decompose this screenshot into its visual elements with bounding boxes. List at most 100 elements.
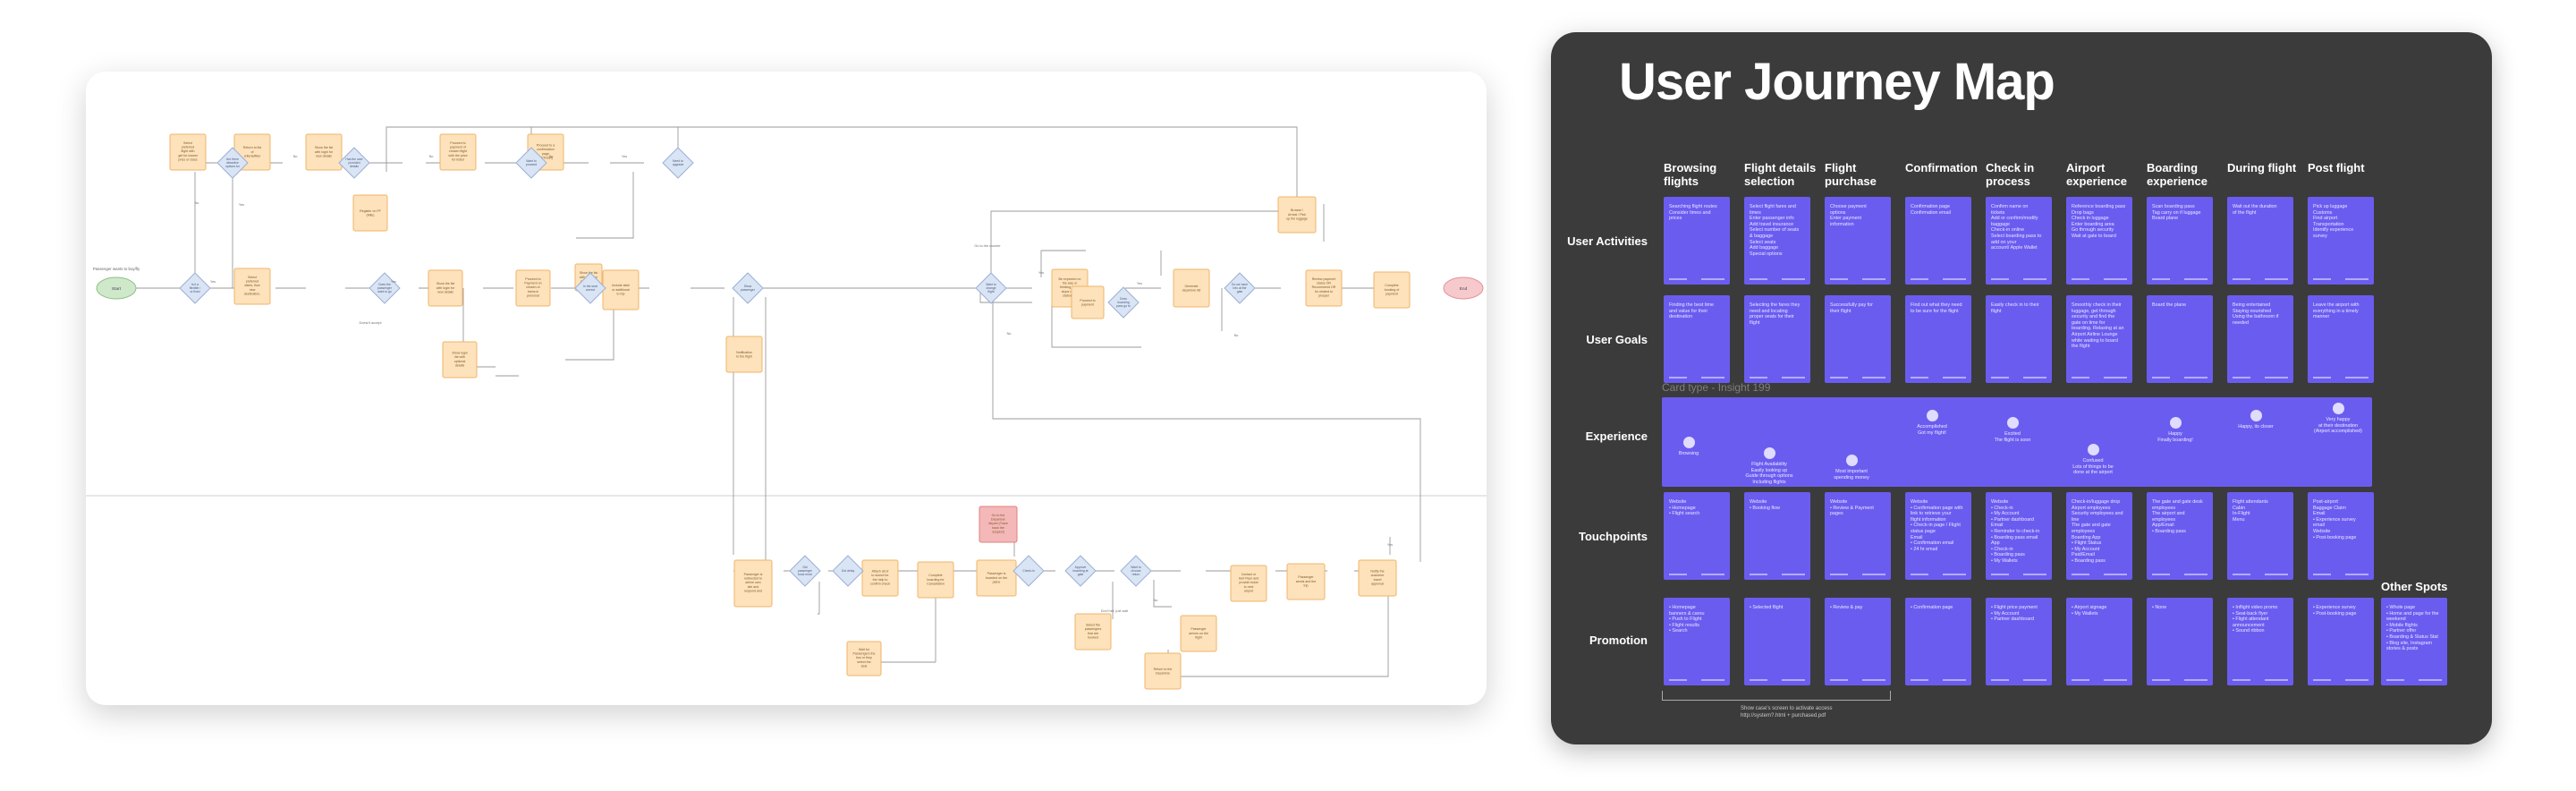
card-text: Reference boarding pass Drop bags Check … — [2072, 204, 2126, 239]
process-box — [305, 133, 343, 171]
touchpoints-card: Website • Homepage • Flight search — [1664, 492, 1730, 580]
stage-header: During flight — [2227, 161, 2297, 174]
section-brace — [1662, 691, 1891, 701]
card-footer — [2345, 679, 2368, 681]
touchpoints-card: Post-airport Baggage Claim Email • Exper… — [2308, 492, 2374, 580]
goals-card: Successfully pay for their flight — [1825, 295, 1891, 383]
card-text: • Flight price payment • My Account • Pa… — [1991, 605, 2038, 623]
decision-diamond — [216, 147, 249, 179]
card-text: Leave the airport with everything in a t… — [2313, 302, 2360, 320]
card-text: Confirmation page Confirmation email — [1911, 204, 1951, 216]
card-footer — [1991, 679, 2009, 681]
card-footer — [2152, 679, 2170, 681]
process-box — [515, 269, 551, 307]
card-footer — [2152, 377, 2170, 378]
card-text: • Inflight video promo • Seat-back flyer… — [2233, 605, 2278, 634]
card-footer — [2313, 574, 2331, 575]
connector — [576, 172, 634, 239]
card-footer — [1911, 278, 1928, 280]
promotion-card: • Inflight video promo • Seat-back flyer… — [2227, 598, 2293, 685]
card-text: Select flight fares and times Enter pass… — [1750, 204, 1800, 257]
card-footer — [1750, 278, 1767, 280]
decision-diamond — [515, 147, 547, 179]
touchpoints-card: Website • Review & Payment pages — [1825, 492, 1891, 580]
card-footer — [2023, 278, 2046, 280]
stage-header: Flight details selection — [1744, 161, 1817, 188]
edge-label: Yes — [391, 280, 396, 284]
edge-label: Yes — [239, 203, 244, 207]
process-box-label: Register on FF(Mile) — [360, 209, 382, 217]
experience-point — [1846, 455, 1858, 466]
card-footer — [1782, 574, 1805, 575]
experience-point — [1764, 447, 1775, 459]
decision-diamond — [369, 272, 401, 304]
card-text: Post-airport Baggage Claim Email • Exper… — [2313, 499, 2357, 540]
process-box — [861, 559, 899, 597]
stage-header: Flight purchase — [1825, 161, 1877, 188]
experience-point — [2333, 403, 2344, 414]
decision-diamond — [338, 147, 370, 179]
edge-label: Doesn't accept — [360, 321, 383, 325]
decision-diamond — [179, 272, 211, 304]
process-box — [1074, 613, 1112, 651]
card-footer — [2072, 679, 2089, 681]
goals-card: Smoothly check in their luggage, get thr… — [2066, 295, 2132, 383]
card-footer — [2419, 679, 2442, 681]
card-footer — [1669, 377, 1687, 378]
edge-label: Yes — [1137, 282, 1142, 285]
card-footer — [2023, 377, 2046, 378]
decision-diamond — [832, 555, 864, 587]
card-footer — [1911, 377, 1928, 378]
experience-label: Happy, its closer — [2238, 424, 2274, 430]
row-label: Touchpoints — [1578, 530, 1648, 543]
promotion-card: • Experience survey • Post-booking page — [2308, 598, 2374, 685]
row-label: User Goals — [1586, 333, 1648, 346]
activities-card: Reference boarding pass Drop bags Check … — [2066, 197, 2132, 285]
connector — [818, 582, 820, 615]
process-box — [733, 559, 773, 608]
edge-label: No — [549, 155, 554, 158]
connector — [386, 126, 1298, 204]
decision-diamond — [662, 147, 694, 179]
goals-card: Leave the airport with everything in a t… — [2308, 295, 2374, 383]
card-footer — [2345, 377, 2368, 378]
card-footer — [1862, 377, 1885, 378]
card-text: Smoothly check in their luggage, get thr… — [2072, 302, 2124, 350]
card-text: • Review & pay — [1830, 605, 1863, 610]
experience-label: Happy Finally boarding! — [2157, 431, 2193, 443]
card-text: Selecting the fares they need and locati… — [1750, 302, 1801, 326]
process-box — [976, 559, 1017, 597]
process-box — [979, 506, 1018, 543]
process-box — [917, 561, 954, 599]
card-footer — [1991, 574, 2009, 575]
card-footer — [2072, 574, 2089, 575]
process-box — [442, 341, 478, 378]
card-footer — [2023, 679, 2046, 681]
card-footer — [2233, 377, 2250, 378]
card-footer — [1830, 377, 1848, 378]
card-text: Board the plane — [2152, 302, 2187, 308]
activities-card: Wait out the duration of the flight — [2227, 197, 2293, 285]
stage-header: Check in process — [1986, 161, 2035, 188]
card-footer — [2265, 574, 2288, 575]
card-footer — [1991, 377, 2009, 378]
process-box — [1277, 196, 1317, 234]
activities-card: Confirm name on tickets Add or confirm/m… — [1986, 197, 2052, 285]
